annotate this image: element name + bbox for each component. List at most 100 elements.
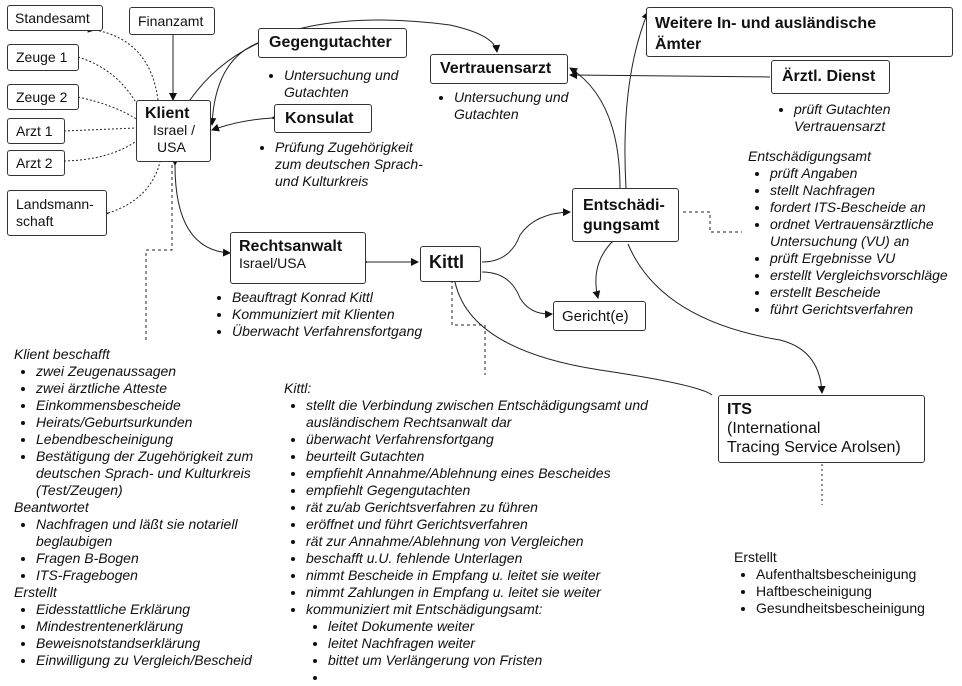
note-kittl: Kittl: stellt die Verbindung zwischen En… bbox=[284, 380, 679, 686]
node-label: Konsulat bbox=[285, 110, 354, 127]
note-item: erstellt Bescheide bbox=[770, 284, 960, 301]
note-item: zwei Zeugenaussagen bbox=[36, 363, 274, 380]
node-sub-1: Israel / bbox=[153, 122, 196, 138]
node-entschaedigungsamt: Entschädi- gungsamt bbox=[572, 188, 679, 242]
leader-klient bbox=[145, 165, 173, 342]
note-item: nimmt Zahlungen in Empfang u. leitet sie… bbox=[306, 584, 679, 601]
node-label-1: Landsmann- bbox=[16, 196, 94, 212]
note-item: fordert ITS-Bescheide an bbox=[770, 199, 960, 216]
note-item: Beauftragt Konrad Kittl bbox=[232, 289, 450, 306]
node-landsmannschaft: Landsmann- schaft bbox=[7, 190, 107, 236]
note-item: prüft Angaben bbox=[770, 165, 960, 182]
node-label: Kittl bbox=[429, 252, 464, 272]
note-heading: Beantwortet bbox=[14, 499, 89, 515]
node-rechtsanwalt: Rechtsanwalt Israel/USA bbox=[230, 232, 366, 284]
note-item: Untersuchung und Gutachten bbox=[454, 89, 592, 123]
node-label: Zeuge 1 bbox=[16, 49, 68, 65]
node-standesamt: Standesamt bbox=[7, 5, 103, 31]
node-weitere-aemter: Weitere In- und ausländische Ämter bbox=[646, 7, 953, 57]
note-heading: Erstellt bbox=[734, 549, 777, 565]
note-vertrauensarzt: Untersuchung und Gutachten bbox=[432, 89, 592, 123]
note-item: Beweisnotstandserklärung bbox=[36, 635, 274, 652]
link-zeuge1 bbox=[70, 51, 141, 111]
note-entschaedigungsamt: Entschädigungsamt prüft Angaben stellt N… bbox=[748, 148, 960, 318]
note-heading: Klient beschafft bbox=[14, 346, 110, 362]
note-gegengutachter: Untersuchung und Gutachten bbox=[262, 67, 422, 101]
node-label: Arzt 2 bbox=[16, 155, 53, 171]
node-aerztl-dienst: Ärztl. Dienst bbox=[771, 60, 890, 94]
link-entsch-its bbox=[627, 243, 826, 394]
node-vertrauensarzt: Vertrauensarzt bbox=[430, 54, 568, 84]
note-item: Prüfung Zugehörigkeit zum deutschen Spra… bbox=[275, 139, 443, 190]
leader-kittl bbox=[451, 280, 486, 375]
node-label-1: Weitere In- und ausländische bbox=[655, 15, 877, 32]
node-sub-2: USA bbox=[157, 139, 186, 155]
note-item: Fragen B-Bogen bbox=[36, 550, 274, 567]
note-heading: Kittl: bbox=[284, 380, 312, 396]
note-item: ITS-Fragebogen bbox=[36, 567, 274, 584]
note-item: Heirats/Geburtsurkunden bbox=[36, 414, 274, 431]
note-item: Aufenthaltsbescheinigung bbox=[756, 566, 954, 583]
link-arzt1 bbox=[56, 127, 137, 136]
note-subitem bbox=[328, 669, 679, 686]
note-item: Gesundheitsbescheinigung bbox=[756, 600, 954, 617]
node-title: Klient bbox=[145, 105, 190, 122]
note-item: beschafft u.U. fehlende Unterlagen bbox=[306, 550, 679, 567]
link-entsch-gericht bbox=[592, 234, 620, 299]
link-gegengutachter bbox=[208, 36, 266, 126]
note-item: Bestätigung der Zugehörigkeit zum deutsc… bbox=[36, 448, 274, 499]
node-arzt2: Arzt 2 bbox=[7, 150, 65, 176]
node-klient: Klient Israel / USA bbox=[136, 100, 211, 162]
node-label: Vertrauensarzt bbox=[440, 60, 552, 77]
link-zeuge2 bbox=[70, 91, 139, 121]
node-label-2: gungsamt bbox=[583, 217, 660, 234]
node-label: Zeuge 2 bbox=[16, 89, 68, 105]
note-item: Einwilligung zu Vergleich/Bescheid bbox=[36, 652, 274, 669]
node-label: Standesamt bbox=[15, 10, 90, 26]
node-sub: Israel/USA bbox=[239, 255, 306, 271]
link-entsch bbox=[481, 208, 571, 263]
note-item: empfiehlt Gegengutachten bbox=[306, 482, 679, 499]
note-item: erstellt Vergleichsvorschläge bbox=[770, 267, 960, 284]
node-konsulat: Konsulat bbox=[274, 104, 372, 133]
note-its: Erstellt Aufenthaltsbescheinigung Haftbe… bbox=[734, 549, 954, 617]
note-item: stellt Nachfragen bbox=[770, 182, 960, 199]
link-entsch-vertrauen bbox=[569, 67, 621, 189]
node-gericht: Gericht(e) bbox=[553, 301, 646, 331]
node-label-2: schaft bbox=[16, 213, 54, 229]
note-item: prüft Ergebnisse VU bbox=[770, 250, 960, 267]
node-label: Gegengutachter bbox=[269, 34, 392, 51]
note-item: prüft Gutachten Vertrauensarzt bbox=[794, 101, 912, 135]
note-item: Einkommensbescheide bbox=[36, 397, 274, 414]
note-item: empfiehlt Annahme/Ablehnung eines Besche… bbox=[306, 465, 679, 482]
node-label: Arzt 1 bbox=[16, 123, 53, 139]
note-item: Eidesstattliche Erklärung bbox=[36, 601, 274, 618]
node-title: Rechtsanwalt bbox=[239, 238, 343, 255]
link-arzt2 bbox=[56, 139, 139, 166]
note-aerztl: prüft Gutachten Vertrauensarzt bbox=[772, 101, 912, 135]
node-zeuge1: Zeuge 1 bbox=[7, 44, 79, 71]
note-item: führt Gerichtsverfahren bbox=[770, 301, 960, 318]
note-subitem: leitet Nachfragen weiter bbox=[328, 635, 679, 652]
note-item: Nachfragen und läßt sie notariell beglau… bbox=[36, 516, 274, 550]
link-vertrauensarzt bbox=[182, 19, 501, 109]
link-aerztl-vertrauen bbox=[569, 71, 771, 80]
node-label: Gericht(e) bbox=[562, 308, 629, 325]
leader-entsch bbox=[683, 211, 742, 233]
link-konsulat bbox=[211, 113, 280, 132]
link-rechtsanwalt bbox=[170, 157, 231, 257]
link-standesamt bbox=[87, 24, 159, 101]
note-item: überwacht Verfahrensfortgang bbox=[306, 431, 679, 448]
node-zeuge2: Zeuge 2 bbox=[7, 84, 79, 110]
link-entsch-weitere bbox=[624, 11, 650, 189]
node-label: Finanzamt bbox=[138, 13, 204, 29]
node-title: ITS bbox=[727, 401, 752, 418]
note-item: rät zu/ab Gerichtsverfahren zu führen bbox=[306, 499, 679, 516]
node-gegengutachter: Gegengutachter bbox=[258, 28, 407, 58]
note-item: eröffnet und führt Gerichtsverfahren bbox=[306, 516, 679, 533]
note-subitem: bittet um Verlängerung von Fristen bbox=[328, 652, 679, 669]
note-item: zwei ärztliche Atteste bbox=[36, 380, 274, 397]
node-kittl: Kittl bbox=[420, 246, 481, 282]
note-item: Lebendbescheinigung bbox=[36, 431, 274, 448]
